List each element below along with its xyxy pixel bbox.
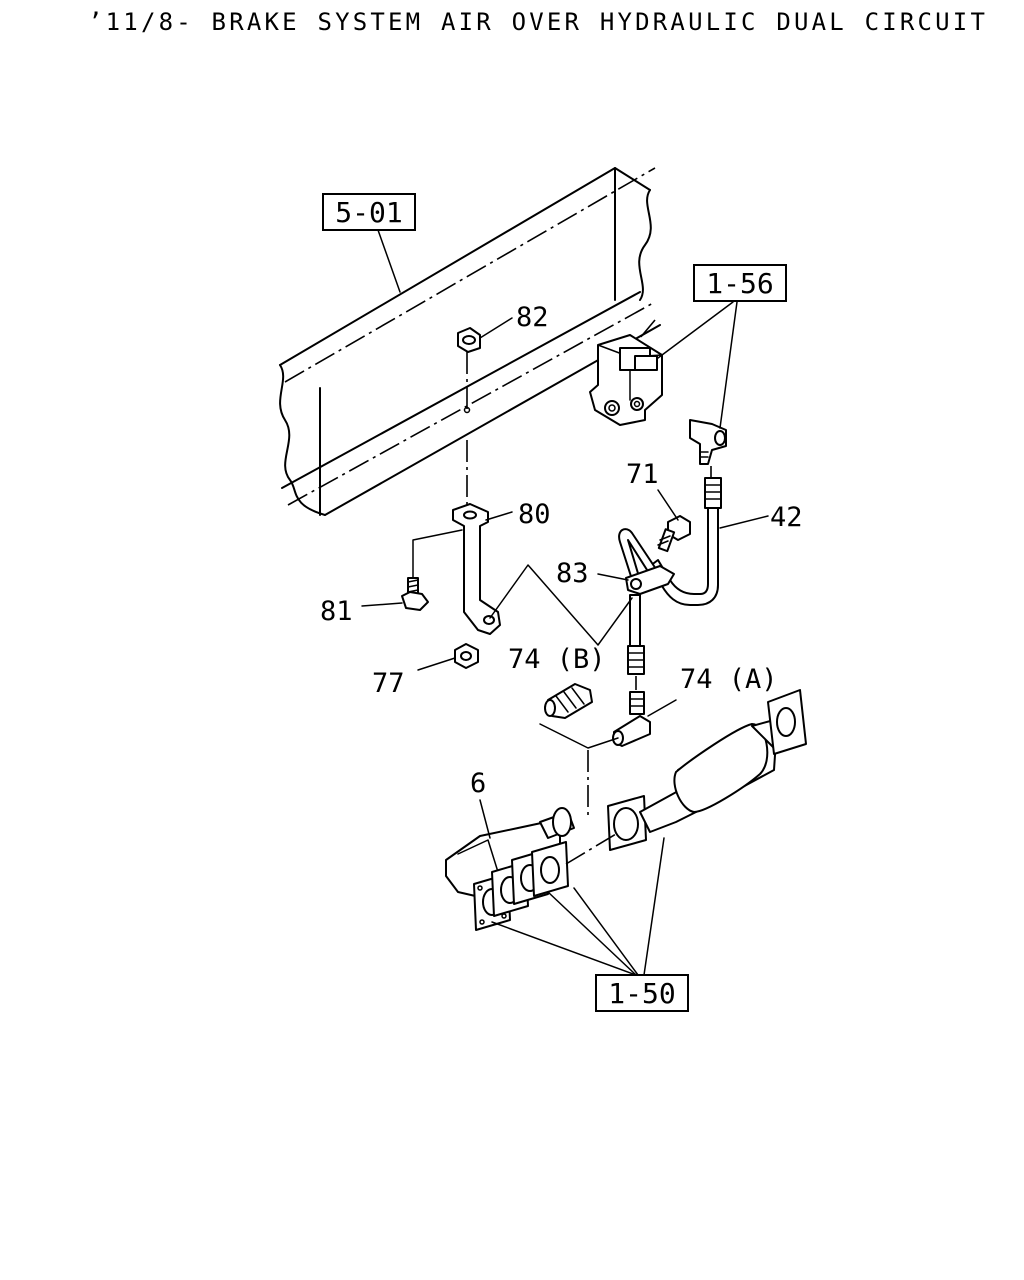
label-81: 81 bbox=[320, 596, 353, 627]
bolt-71 bbox=[657, 515, 691, 553]
leader-6 bbox=[479, 799, 491, 839]
leader-muffler-4 bbox=[643, 837, 665, 976]
label-74a: 74 (A) bbox=[680, 664, 778, 695]
leader-83 bbox=[597, 573, 629, 581]
label-6: 6 bbox=[470, 768, 486, 799]
leader-77 bbox=[417, 657, 456, 671]
leader-81-bracket bbox=[412, 529, 463, 579]
label-77: 77 bbox=[372, 668, 405, 699]
leader-71 bbox=[657, 489, 679, 521]
exhaust-pipe-6 bbox=[445, 807, 575, 899]
muffler bbox=[607, 689, 807, 851]
leader-80 bbox=[485, 511, 513, 521]
leader-42 bbox=[719, 515, 769, 529]
frame-rail bbox=[279, 167, 661, 516]
label-82: 82 bbox=[516, 302, 549, 333]
bracket-80 bbox=[452, 503, 501, 635]
leader-valve-2 bbox=[719, 301, 738, 429]
clip-83 bbox=[625, 565, 675, 595]
pipe-fitting bbox=[627, 645, 645, 675]
leader-muffler-3 bbox=[573, 887, 639, 976]
ref-box-muffler[interactable]: 1-50 bbox=[595, 974, 689, 1012]
leader-frame bbox=[377, 229, 401, 293]
ref-label-frame: 5-01 bbox=[335, 196, 402, 229]
connector-74b bbox=[544, 683, 593, 719]
label-42: 42 bbox=[770, 502, 803, 533]
leader-81 bbox=[361, 602, 403, 607]
label-80: 80 bbox=[518, 499, 551, 530]
leader-74-group bbox=[539, 723, 619, 749]
relay-valve bbox=[589, 319, 663, 426]
label-83: 83 bbox=[556, 558, 589, 589]
ref-box-valve[interactable]: 1-56 bbox=[693, 264, 787, 302]
label-71: 71 bbox=[626, 459, 659, 490]
nut-82 bbox=[457, 327, 481, 353]
leader-82 bbox=[479, 317, 513, 339]
gasket-stack bbox=[473, 841, 569, 931]
label-74b: 74 (B) bbox=[508, 644, 606, 675]
diagram-title: ’11/8- BRAKE SYSTEM AIR OVER HYDRAULIC D… bbox=[88, 8, 988, 36]
assembly-line-clip bbox=[489, 564, 633, 646]
ref-label-muffler: 1-50 bbox=[608, 977, 675, 1010]
leader-74a bbox=[647, 699, 677, 717]
ref-box-frame[interactable]: 5-01 bbox=[322, 193, 416, 231]
leader-muffler-1 bbox=[491, 921, 637, 976]
ref-label-valve: 1-56 bbox=[706, 267, 773, 300]
bolt-81 bbox=[401, 577, 429, 611]
leader-muffler-2 bbox=[547, 891, 637, 976]
valve-elbow-fitting bbox=[689, 419, 727, 465]
leader-valve-1 bbox=[657, 301, 734, 359]
nut-77 bbox=[454, 643, 479, 669]
